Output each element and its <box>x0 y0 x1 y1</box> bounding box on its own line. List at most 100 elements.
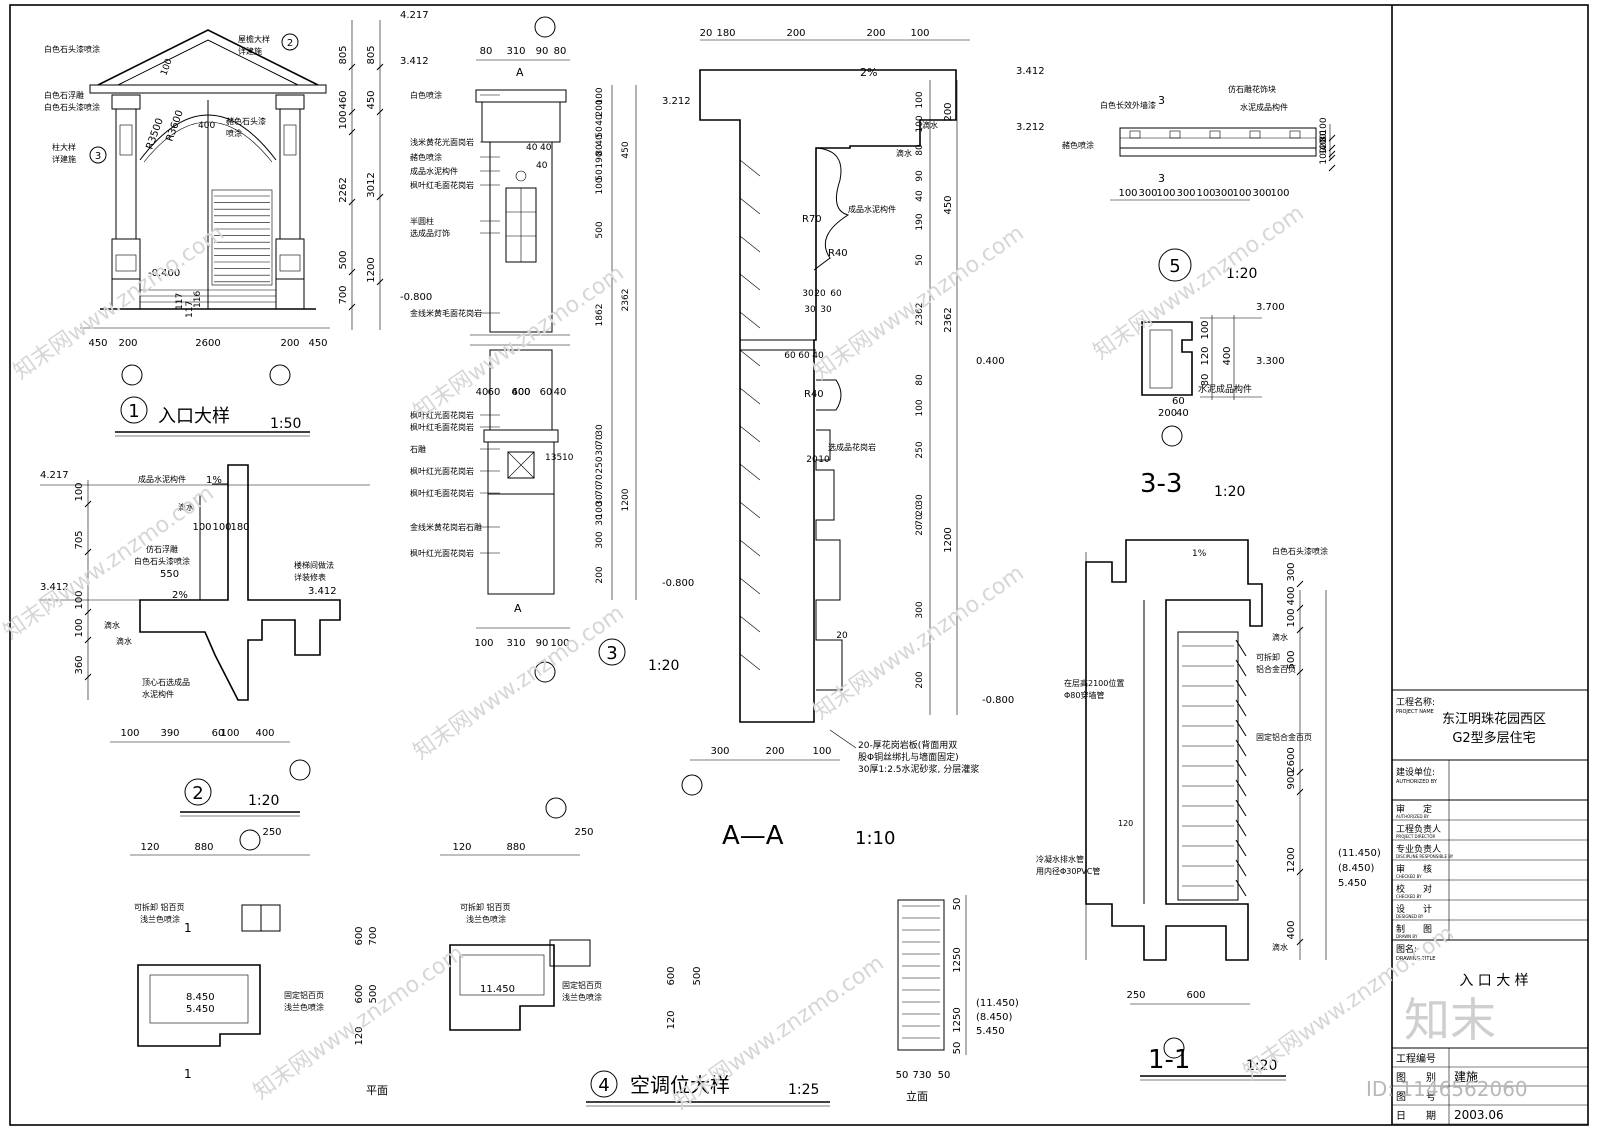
d3-level-0: 3.212 <box>662 96 691 107</box>
aa-note-5: 股Φ铜丝绑扎与墙面固定) <box>858 751 959 763</box>
d1-ref-a: 3 <box>95 151 101 162</box>
d4-db-0: 120 <box>452 842 471 853</box>
d1-dra-4: 500 <box>338 250 349 269</box>
d5-db-1: 300 <box>1138 188 1157 199</box>
d2-slope2: 2% <box>172 590 188 601</box>
dim-tick <box>84 608 92 616</box>
d3-note-9: 枫叶红毛面花岗岩 <box>410 422 474 432</box>
tb-bottom-label-0: 工程编号 <box>1396 1052 1436 1065</box>
d33-dim-3: 400 <box>1222 346 1233 365</box>
d33-dim-1: 120 <box>1200 346 1211 365</box>
d1-note-1: 白色石浮雕 <box>44 90 84 100</box>
d3-dt-2: 90 <box>536 46 549 57</box>
aa-dm-10: 20 <box>836 631 848 641</box>
d2-note-6: 详装修表 <box>294 572 326 582</box>
louver-blade <box>1235 779 1247 797</box>
d11-note-8: 冷凝水排水管 <box>1036 854 1084 864</box>
d4-da-3: 600 <box>354 926 365 945</box>
d11-note-0: 白色石头漆喷涂 <box>1272 546 1328 556</box>
aa-dt-1: 180 <box>716 28 735 39</box>
aa-dm-4: 30 <box>820 305 832 315</box>
d1-level-4217: 4.217 <box>400 10 429 21</box>
d33-dim-6: 60 <box>1172 396 1185 407</box>
d3-dr-3: 50 <box>595 126 605 138</box>
aa-title: A—A <box>722 821 784 851</box>
d11-note-2: 在层高2100位置 <box>1064 678 1124 688</box>
d3-dr-22: 300 <box>595 531 605 548</box>
aa-dm-2: 60 <box>830 289 842 299</box>
d3-note-1: 浅米黄花光面岗岩 <box>410 137 474 147</box>
d5-dr-1: 80 <box>1319 130 1329 142</box>
hatch-line <box>739 159 761 177</box>
d11-dr-0: 300 <box>1286 562 1297 581</box>
d3-small-3: 135 <box>545 453 562 463</box>
d1-db-2: 2600 <box>195 338 220 349</box>
d4-level-a0: 8.450 <box>186 992 215 1003</box>
d3-note-10: 石雕 <box>410 444 426 454</box>
louver-blade <box>1235 739 1247 757</box>
hatch-line <box>739 539 761 557</box>
d3-dr-20: 100 <box>595 501 605 518</box>
d4-db-4: 500 <box>692 966 703 985</box>
d11-title: 1-1 <box>1148 1045 1190 1075</box>
tb-row-label-2: 专业负责人 <box>1396 843 1441 855</box>
d11-dr-2: 100 <box>1286 608 1297 627</box>
aa-note-4: 20-厚花岗岩板(背面用双 <box>858 739 957 751</box>
hatch-line <box>739 425 761 443</box>
project-name-line2: G2型多层住宅 <box>1452 730 1535 746</box>
d4-de-4: 50 <box>896 1070 909 1081</box>
d1-level-minus0400: -0.400 <box>148 268 180 279</box>
d4-level-b0: 11.450 <box>480 984 515 995</box>
d5-dr-2: 120 <box>1319 137 1329 154</box>
d33-dim-0: 100 <box>1200 320 1211 339</box>
tb-row-label-3: 审 核 <box>1396 863 1432 875</box>
d1-note-7: 赭色石头漆 <box>226 116 266 126</box>
d4-note-4: 可拆卸 铝百页 <box>460 902 511 912</box>
d11-note-7: 120 <box>1118 819 1133 828</box>
dim-tick <box>84 636 92 644</box>
aa-dra-12: 20 <box>915 504 925 516</box>
d1-ref-b: 2 <box>287 38 293 49</box>
d4-de-6: 50 <box>938 1070 951 1081</box>
d2-db-0: 100 <box>120 728 139 739</box>
d4-scale: 1:25 <box>788 1082 819 1098</box>
d3-section-top: A <box>516 66 524 79</box>
dim-tick <box>1328 134 1336 142</box>
client-en: AUTHORIZED BY <box>1396 779 1438 785</box>
d1-dra-3: 2262 <box>338 177 349 202</box>
hatch-line <box>739 273 761 291</box>
aa-dt-3: 200 <box>866 28 885 39</box>
d5-dr-3: 100 <box>1319 147 1329 164</box>
d5-scale: 1:20 <box>1226 266 1257 282</box>
d33-dim-2: 80 <box>1200 374 1211 387</box>
dim-tick <box>348 198 356 206</box>
hatch-line <box>739 653 761 671</box>
aa-dt-4: 100 <box>910 28 929 39</box>
d11-dr-3: 500 <box>1286 650 1297 669</box>
aa-r70: R70 <box>802 214 822 225</box>
d5-num: 5 <box>1169 256 1180 277</box>
aa-drb-0: 200 <box>943 102 954 121</box>
d5-note-2: 水泥成品构件 <box>1240 102 1288 112</box>
dim-tick <box>1296 868 1304 876</box>
aa-dm-1: 20 <box>814 289 826 299</box>
dim-tick <box>84 500 92 508</box>
d4-de-0: 50 <box>952 898 963 911</box>
watermark-site-8: 知末网www.znzmo.com <box>249 941 469 1105</box>
d2-db-2: 60 <box>212 728 225 739</box>
d5-db-7: 300 <box>1252 188 1271 199</box>
d2-note-8: 滴水 <box>116 636 132 646</box>
aa-level-0: 3.412 <box>1016 66 1045 77</box>
d2-dt-0: 100 <box>192 522 211 533</box>
aa-dra-8: 80 <box>915 374 925 386</box>
tb-row-en-6: DRAWN BY <box>1396 934 1418 939</box>
d2-dt-2: 180 <box>230 522 249 533</box>
dim-tick <box>1296 768 1304 776</box>
d4-note-3: 浅兰色喷涂 <box>284 1002 324 1012</box>
d4-da-1: 880 <box>194 842 213 853</box>
